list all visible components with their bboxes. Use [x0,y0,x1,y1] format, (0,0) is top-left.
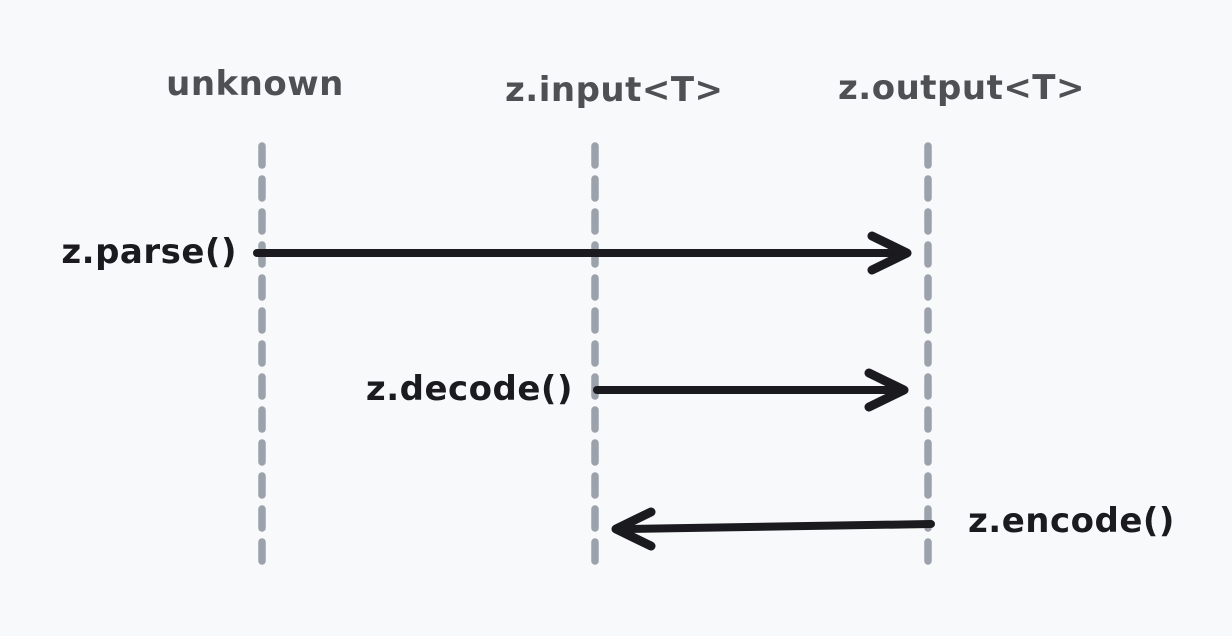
arrow-parse-head-icon [867,231,912,275]
lifeline-label-output: z.output<T> [838,68,1085,108]
arrow-decode-head-icon [864,368,909,412]
arrow-encode [611,507,935,551]
arrow-decode [593,368,909,412]
arrow-encode-shaft [623,520,935,533]
arrow-encode-head-icon [611,507,656,551]
lifeline-label-input: z.input<T> [505,70,724,110]
message-label-parse: z.parse() [61,232,237,272]
message-label-encode: z.encode() [968,501,1175,541]
lifeline-label-unknown: unknown [166,64,344,104]
arrow-parse [253,231,912,275]
message-label-decode: z.decode() [365,369,573,409]
